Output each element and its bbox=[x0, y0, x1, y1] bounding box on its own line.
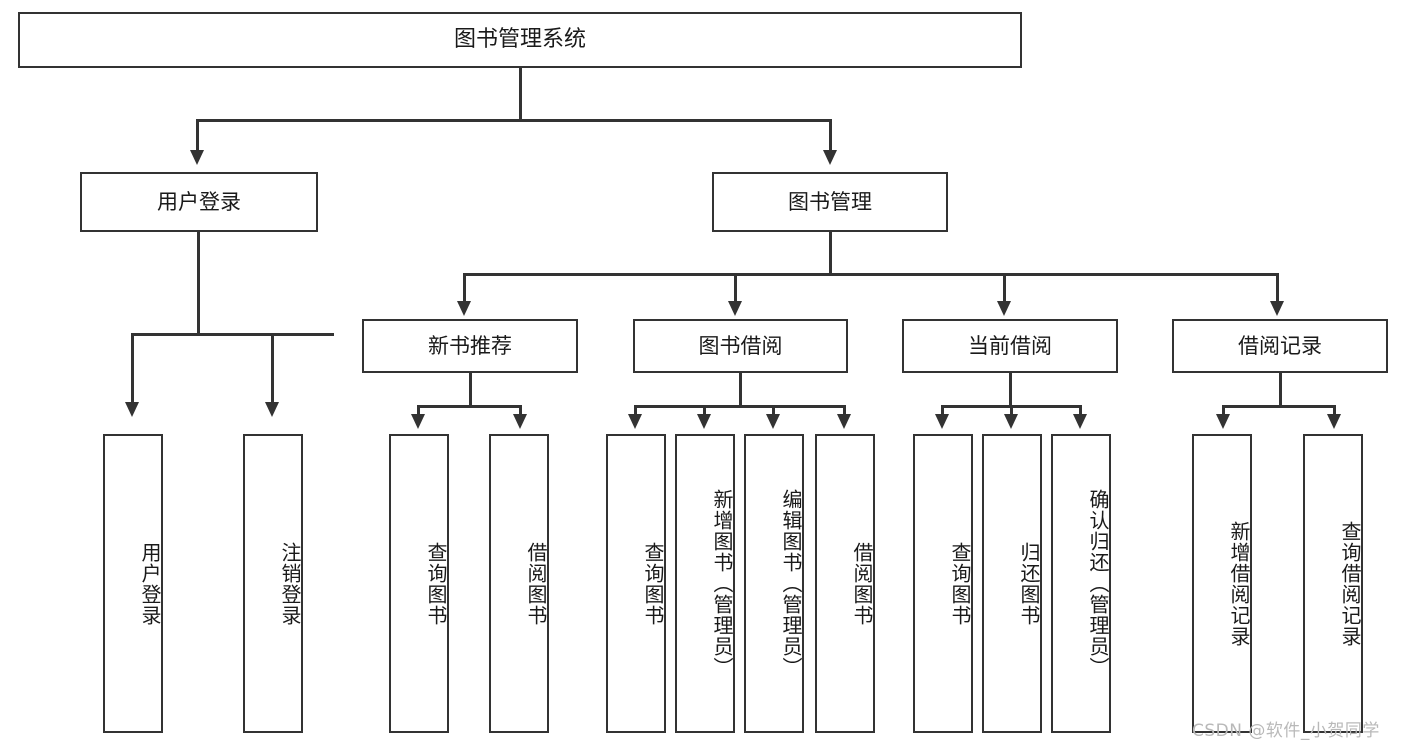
arrowhead-icon-recommend-1 bbox=[411, 414, 425, 429]
connector-userlogin-drop-1 bbox=[131, 333, 134, 405]
connector-root-stem bbox=[519, 68, 522, 121]
arrowhead-icon-userlogin-2 bbox=[265, 402, 279, 417]
leaf-query-book-borrow[interactable]: 查询图书 bbox=[606, 434, 666, 733]
arrowhead-icon-borrow-1 bbox=[628, 414, 642, 429]
connector-borrow-drop-2 bbox=[703, 405, 706, 417]
connector-bookmgmt-bus bbox=[463, 273, 1279, 276]
leaf-borrow-book-recommend[interactable]: 借阅图书 bbox=[489, 434, 549, 733]
arrowhead-icon-bookmgmt-2 bbox=[728, 301, 742, 316]
node-new-book-recommend[interactable]: 新书推荐 bbox=[362, 319, 578, 373]
connector-record-drop-1 bbox=[1222, 405, 1225, 417]
leaf-query-borrow-record[interactable]: 查询借阅记录 bbox=[1303, 434, 1363, 733]
leaf-query-book-recommend[interactable]: 查询图书 bbox=[389, 434, 449, 733]
arrowhead-icon-userlogin-1 bbox=[125, 402, 139, 417]
node-root-label: 图书管理系统 bbox=[453, 27, 586, 53]
arrowhead-icon-bookmgmt-1 bbox=[457, 301, 471, 316]
arrowhead-icon-bookmgmt-3 bbox=[997, 301, 1011, 316]
leaf-return-book-label: 归还图书 bbox=[1017, 541, 1041, 626]
connector-borrow-bus bbox=[634, 405, 846, 408]
leaf-edit-book-admin-label: 编辑图书（管理员） bbox=[779, 489, 803, 678]
arrowhead-icon-borrow-4 bbox=[837, 414, 851, 429]
connector-userlogin-bus bbox=[131, 333, 334, 336]
leaf-return-book[interactable]: 归还图书 bbox=[982, 434, 1042, 733]
connector-borrow-drop-1 bbox=[634, 405, 637, 417]
leaf-confirm-return-admin-label: 确认归还（管理员） bbox=[1086, 489, 1110, 678]
node-borrow-record[interactable]: 借阅记录 bbox=[1172, 319, 1388, 373]
arrowhead-icon-record-2 bbox=[1327, 414, 1341, 429]
connector-root-bus bbox=[196, 119, 832, 122]
arrowhead-icon-recommend-2 bbox=[513, 414, 527, 429]
connector-current-drop-3 bbox=[1079, 405, 1082, 417]
node-book-management[interactable]: 图书管理 bbox=[712, 172, 948, 232]
node-new-book-recommend-label: 新书推荐 bbox=[428, 333, 512, 358]
leaf-query-book-borrow-label: 查询图书 bbox=[641, 541, 665, 626]
arrowhead-icon-bookmgmt-4 bbox=[1270, 301, 1284, 316]
leaf-add-book-admin-label: 新增图书（管理员） bbox=[710, 489, 734, 678]
connector-borrow-drop-4 bbox=[843, 405, 846, 417]
arrowhead-icon-current-1 bbox=[935, 414, 949, 429]
arrowhead-icon-root-1 bbox=[190, 150, 204, 165]
leaf-edit-book-admin[interactable]: 编辑图书（管理员） bbox=[744, 434, 804, 733]
connector-root-drop-2 bbox=[829, 119, 832, 153]
node-current-borrow-label: 当前借阅 bbox=[968, 333, 1052, 358]
node-book-management-label: 图书管理 bbox=[788, 189, 872, 214]
connector-recommend-stem bbox=[469, 373, 472, 407]
leaf-borrow-book-recommend-label: 借阅图书 bbox=[524, 541, 548, 626]
leaf-confirm-return-admin[interactable]: 确认归还（管理员） bbox=[1051, 434, 1111, 733]
node-book-borrow[interactable]: 图书借阅 bbox=[633, 319, 848, 373]
connector-bookmgmt-drop-1 bbox=[463, 273, 466, 305]
node-book-borrow-label: 图书借阅 bbox=[698, 333, 783, 358]
leaf-query-book-current-label: 查询图书 bbox=[948, 541, 972, 626]
leaf-logout[interactable]: 注销登录 bbox=[243, 434, 303, 733]
connector-borrow-stem bbox=[739, 373, 742, 407]
connector-record-bus bbox=[1222, 405, 1336, 408]
connector-bookmgmt-drop-4 bbox=[1276, 273, 1279, 305]
node-current-borrow[interactable]: 当前借阅 bbox=[902, 319, 1118, 373]
connector-current-drop-1 bbox=[941, 405, 944, 417]
leaf-user-login[interactable]: 用户登录 bbox=[103, 434, 163, 733]
arrowhead-icon-root-2 bbox=[823, 150, 837, 165]
node-root[interactable]: 图书管理系统 bbox=[18, 12, 1022, 68]
arrowhead-icon-borrow-3 bbox=[766, 414, 780, 429]
connector-recommend-drop-1 bbox=[417, 405, 420, 417]
leaf-borrow-book[interactable]: 借阅图书 bbox=[815, 434, 875, 733]
arrowhead-icon-current-2 bbox=[1004, 414, 1018, 429]
node-user-login[interactable]: 用户登录 bbox=[80, 172, 318, 232]
connector-recommend-bus bbox=[417, 405, 522, 408]
arrowhead-icon-record-1 bbox=[1216, 414, 1230, 429]
leaf-add-book-admin[interactable]: 新增图书（管理员） bbox=[675, 434, 735, 733]
leaf-query-book-current[interactable]: 查询图书 bbox=[913, 434, 973, 733]
connector-bookmgmt-stem bbox=[829, 232, 832, 275]
connector-record-drop-2 bbox=[1333, 405, 1336, 417]
leaf-user-login-label: 用户登录 bbox=[138, 541, 162, 626]
leaf-query-borrow-record-label: 查询借阅记录 bbox=[1338, 520, 1362, 647]
node-borrow-record-label: 借阅记录 bbox=[1238, 333, 1322, 358]
connector-recommend-drop-2 bbox=[519, 405, 522, 417]
leaf-add-borrow-record[interactable]: 新增借阅记录 bbox=[1192, 434, 1252, 733]
connector-userlogin-drop-2 bbox=[271, 333, 274, 405]
connector-current-drop-2 bbox=[1010, 405, 1013, 417]
connector-current-stem bbox=[1009, 373, 1012, 407]
connector-bookmgmt-drop-3 bbox=[1003, 273, 1006, 305]
connector-borrow-drop-3 bbox=[772, 405, 775, 417]
leaf-borrow-book-label: 借阅图书 bbox=[850, 541, 874, 626]
leaf-logout-label: 注销登录 bbox=[278, 541, 302, 626]
node-user-login-label: 用户登录 bbox=[157, 189, 241, 214]
connector-bookmgmt-drop-2 bbox=[734, 273, 737, 305]
leaf-query-book-recommend-label: 查询图书 bbox=[424, 541, 448, 626]
connector-root-drop-1 bbox=[196, 119, 199, 153]
connector-userlogin-stem bbox=[197, 232, 200, 335]
arrowhead-icon-borrow-2 bbox=[697, 414, 711, 429]
leaf-add-borrow-record-label: 新增借阅记录 bbox=[1227, 520, 1251, 647]
connector-record-stem bbox=[1279, 373, 1282, 407]
arrowhead-icon-current-3 bbox=[1073, 414, 1087, 429]
